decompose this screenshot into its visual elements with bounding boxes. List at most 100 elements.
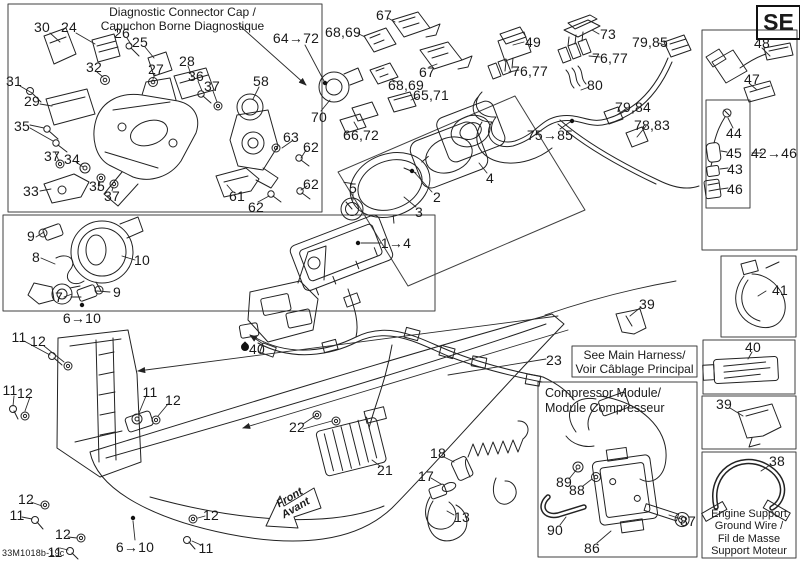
part-number-label: 41 [772,282,788,298]
part-number-label: 68,69 [387,77,425,93]
part-number-label: 43 [727,161,743,177]
part-number-label: 40 [249,341,265,357]
compressor-module-note: Compressor Module/ Module Compresseur [545,386,695,416]
part-number-label: 49 [525,34,541,50]
part-number-label: 88 [569,482,585,498]
part-number-label: 24 [61,19,77,35]
part-number-label: 33 [23,183,39,199]
part-number-label: 79,85 [631,34,669,50]
part-number-label: 1→4 [380,235,412,251]
part-number-label: 12 [30,333,46,349]
part-number-label: 64→72 [272,30,320,46]
see-main-harness-note: See Main Harness/ Voir Câblage Principal [573,348,696,376]
steering-support-parts [26,27,311,207]
part-number-label: 27 [148,61,164,77]
part-number-label: 37 [104,188,120,204]
headlight-bulb-parts [27,216,144,305]
ground-wire-line: Fil de Masse [717,532,781,545]
part-number-label: 67 [376,7,392,23]
main-harness-and-bracket [238,245,647,429]
part-number-label: 21 [377,462,393,478]
regulator-and-tether-parts [312,406,529,542]
part-number-label: 17 [418,468,434,484]
part-number-label: 38 [769,453,785,469]
part-number-label: 65,71 [412,87,450,103]
part-number-label: 11 [198,540,214,556]
part-number-label: 90 [547,522,563,538]
part-number-label: 39 [716,396,732,412]
front-direction-arrow [265,487,322,529]
part-number-label: 62 [303,139,319,155]
gauge-cluster-parts [289,100,506,296]
ground-wire-note: Engine Support Ground Wire / Fil de Mass… [703,508,795,557]
part-number-label: 66,72 [342,127,380,143]
part-number-label: 47 [744,71,760,87]
part-number-label: 76,77 [511,63,549,79]
spark-plug-wire-parts [703,42,794,200]
part-number-label: 13 [454,509,470,525]
relays-and-connectors [318,11,473,134]
part-number-label: 46 [727,181,743,197]
part-number-label: 73 [600,26,616,42]
diagnostic-cap-note-line: Capuchon Borne Diagnostique [100,19,265,34]
part-number-label: 79,84 [614,99,652,115]
part-number-label: 31 [6,73,22,89]
part-number-label: 44 [726,125,742,141]
ground-wire-line: Engine Support [711,508,787,520]
part-number-label: 8 [32,249,40,265]
compressor-module-line: Module Compresseur [545,400,665,415]
part-number-label: 76,77 [591,50,629,66]
ground-wire-line: Ground Wire / [714,520,784,533]
part-number-label: 62 [248,199,264,215]
right-column-parts [701,259,791,522]
see-main-harness-line: See Main Harness/ [583,348,686,362]
handlebar-harness-parts [472,14,700,189]
part-number-label: 39 [639,296,655,312]
part-number-label: 80 [587,77,603,93]
part-number-label: 58 [253,73,269,89]
part-number-label: 10 [134,252,150,268]
variant-badge: SE [756,5,800,40]
part-number-label: 40 [745,339,761,355]
compressor-module-line: Compressor Module/ [545,386,662,400]
part-number-label: 11 [142,384,158,400]
part-number-label: 87 [680,513,696,529]
part-number-label: 12 [17,385,33,401]
part-number-label: 62 [303,176,319,192]
part-number-label: 29 [24,93,40,109]
part-number-label: 7 [55,289,63,305]
part-number-label: 42→46 [750,145,798,161]
diagnostic-cap-note: Diagnostic Connector Cap / Capuchon Born… [100,5,265,33]
compressor-module-parts [540,391,690,534]
part-number-label: 12 [165,392,181,408]
part-number-label: 28 [179,53,195,69]
part-number-label: 22 [289,419,305,435]
detail-frame-boxes [2,3,798,559]
part-number-label: 6→10 [115,539,155,555]
part-number-label: 86 [584,540,600,556]
part-number-label: 9 [113,284,121,300]
part-number-label: 78,83 [633,117,671,133]
part-number-label: 6→10 [62,310,102,326]
part-number-label: 5 [349,180,357,196]
part-number-label: 25 [132,34,148,50]
part-number-label: 26 [114,25,130,41]
part-number-label: 45 [726,145,742,161]
part-number-label: 3 [415,204,423,220]
part-number-label: 35 [14,118,30,134]
part-number-label: 9 [27,228,35,244]
part-number-label: 11 [11,329,27,345]
part-number-label: 18 [430,445,446,461]
headlight-housing-and-lens [9,313,565,560]
part-number-label: 89 [556,474,572,490]
part-number-label: 30 [34,19,50,35]
part-number-label: 70 [311,109,327,125]
part-number-label: 2 [433,189,441,205]
leader-lines [12,17,771,551]
part-number-label: 12 [55,526,71,542]
see-main-harness-line: Voir Câblage Principal [575,362,694,377]
part-number-label: 67 [419,64,435,80]
part-number-label: 32 [86,59,102,75]
